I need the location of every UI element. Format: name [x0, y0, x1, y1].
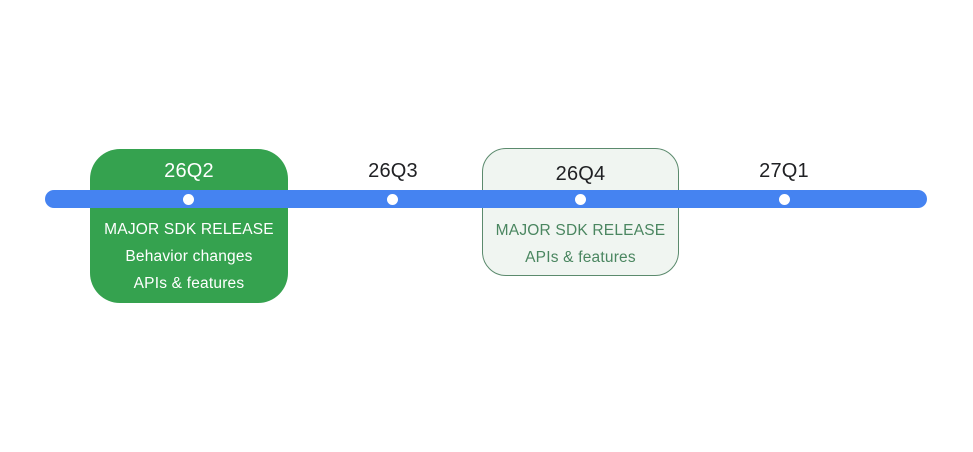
milestone-card-26q2-body: MAJOR SDK RELEASE Behavior changes APIs … [90, 216, 288, 297]
milestone-label-26q3: 26Q3 [368, 160, 418, 182]
timeline-dot-26q4 [574, 193, 586, 205]
milestone-detail: APIs & features [525, 249, 636, 266]
milestone-detail: MAJOR SDK RELEASE [495, 222, 666, 239]
timeline-bar [45, 190, 927, 208]
milestone-label-26q2: 26Q2 [164, 160, 214, 182]
milestone-label-27q1: 27Q1 [759, 160, 809, 182]
timeline-dot-26q3 [386, 193, 398, 205]
timeline-dot-26q2 [182, 193, 194, 205]
milestone-label-26q4: 26Q4 [555, 163, 606, 185]
milestone-card-26q4: 26Q4 MAJOR SDK RELEASE APIs & features [482, 148, 679, 276]
timeline-dot-27q1 [778, 193, 790, 205]
milestone-card-26q4-body: MAJOR SDK RELEASE APIs & features [483, 217, 678, 271]
milestone-detail: Behavior changes [125, 248, 253, 265]
milestone-detail: APIs & features [133, 275, 245, 292]
milestone-card-26q2: 26Q2 MAJOR SDK RELEASE Behavior changes … [90, 149, 288, 303]
milestone-detail: MAJOR SDK RELEASE [104, 221, 274, 238]
